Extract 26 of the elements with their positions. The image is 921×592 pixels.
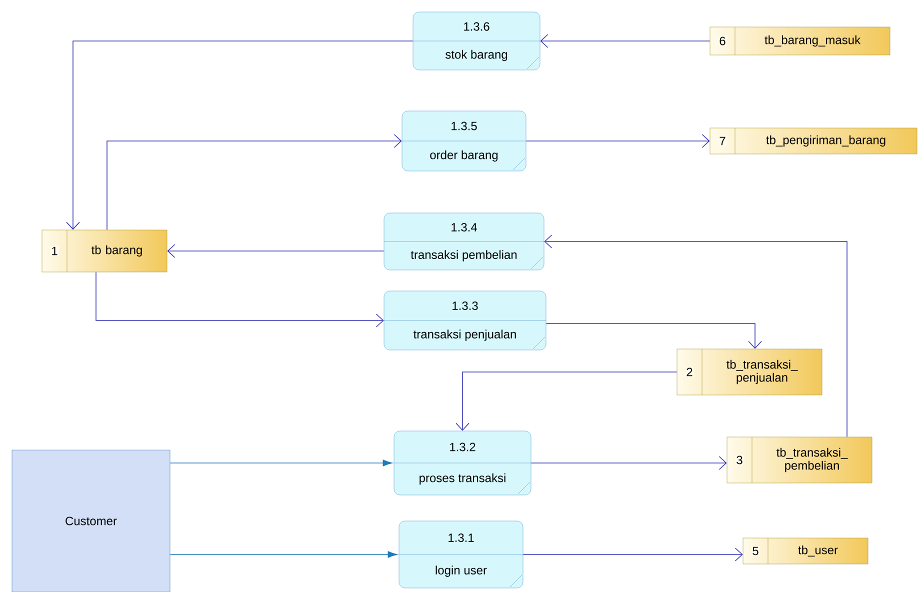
- data-store: 6 tb_barang_masuk: [710, 26, 890, 56]
- process-box: 1.3.1 login user: [398, 520, 524, 588]
- process-box: 1.3.4 transaksi pembelian: [384, 212, 544, 270]
- arrow: [106, 134, 402, 230]
- arrow: [66, 40, 414, 230]
- arrow: [526, 134, 710, 148]
- arrow: [530, 456, 727, 470]
- arrow: [544, 234, 848, 438]
- data-store: 1 tb barang: [42, 230, 168, 272]
- process-box: 1.3.5 order barang: [402, 110, 526, 172]
- arrow: [96, 272, 384, 328]
- arrow: [170, 551, 398, 558]
- data-store: 5 tb_user: [742, 538, 868, 564]
- entity-box: Customer: [12, 450, 170, 592]
- arrow: [456, 372, 678, 431]
- arrow: [540, 34, 710, 48]
- data-store: 2 tb_transaksi_ penjualan: [676, 348, 822, 396]
- arrow: [167, 244, 384, 258]
- arrow: [170, 460, 392, 466]
- data-store: 7 tb_pengiriman_barang: [710, 128, 918, 154]
- arrow: [546, 323, 762, 349]
- process-box: 1.3.3 transaksi penjualan: [384, 290, 546, 350]
- process-box: 1.3.6 stok barang: [412, 12, 540, 70]
- process-box: 1.3.2 proses transaksi: [394, 430, 532, 496]
- data-store: 3 tb_transaksi_ pembelian: [726, 436, 872, 484]
- arrow: [522, 548, 743, 562]
